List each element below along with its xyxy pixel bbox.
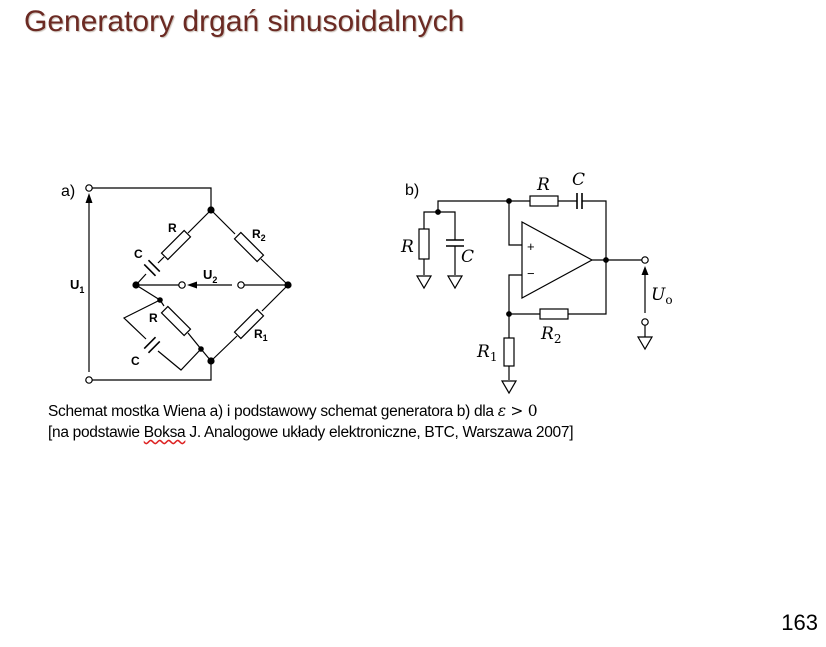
op-amp-icon: [521, 220, 594, 300]
label-shunt-r: R: [400, 237, 414, 257]
u1-label: U1: [70, 277, 84, 295]
wire-ll-1: [135, 284, 161, 301]
wire-shunt-r-top: [423, 211, 438, 229]
wire-ll-r-2: [187, 332, 202, 350]
page-number: 163: [781, 610, 818, 635]
wire-ll-c-1: [122, 299, 161, 340]
caption-author: Boksa: [143, 424, 186, 441]
caption-zero: 0: [527, 402, 538, 420]
caption-line-2: [na podstawie Boksa J. Analogowe układy …: [48, 422, 788, 443]
uo-arrowhead-icon: [641, 266, 649, 275]
wire-bottom: [92, 361, 212, 381]
wire-noninverting: [508, 201, 522, 246]
resistor-r2-icon: [233, 231, 265, 263]
wien-bridge-diagram: a) U1 R C R2 R1: [61, 183, 292, 384]
wire-ll-c-2: [157, 348, 202, 371]
feedback-resistor-icon: [529, 195, 559, 207]
resistor-r1-b-icon: [503, 337, 515, 367]
u1-arrowhead-icon: [85, 193, 93, 203]
label-b: b): [405, 182, 419, 199]
wien-oscillator-diagram: b) R C R C + −: [400, 170, 673, 395]
caption-operator: >: [505, 402, 528, 420]
wire-ll-r-1: [159, 299, 165, 307]
wire-r2-2: [568, 260, 607, 315]
terminal-u2-left-icon: [178, 281, 186, 289]
label-r-upper: R: [168, 221, 177, 235]
caption-line-1-text: Schemat mostka Wiena a) i podstawowy sch…: [48, 403, 498, 420]
u2-arrowhead-icon: [187, 281, 197, 289]
shunt-resistor-icon: [418, 228, 430, 260]
wire-ul-1: [187, 209, 212, 234]
wire-ur-1: [210, 209, 236, 235]
label-r1-b: R1: [476, 342, 497, 364]
caption-epsilon: ε: [497, 402, 506, 420]
wire-fb-3: [582, 200, 607, 260]
resistor-r1-icon: [233, 308, 265, 340]
wire-lr-1: [261, 284, 289, 312]
terminal-top-icon: [85, 184, 93, 192]
wire-ul-2: [157, 256, 165, 264]
wire-lr-2: [210, 335, 238, 362]
ground-shunt-c-icon: [446, 275, 464, 290]
terminal-output-ground-icon: [641, 318, 649, 326]
resistor-r-upper-icon: [160, 229, 192, 261]
capacitor-lower-icon: [143, 336, 161, 354]
wire-inverting: [508, 274, 522, 314]
slide-title: Generatory drgań sinusoidalnych: [24, 5, 465, 38]
ground-output-icon: [636, 336, 654, 351]
capacitor-upper-icon: [143, 259, 161, 277]
label-c-lower: C: [131, 354, 140, 368]
label-a: a): [61, 183, 75, 200]
wire-rail: [437, 200, 509, 212]
label-feedback-c: C: [572, 170, 585, 190]
label-uo: Uo: [651, 285, 673, 307]
wire-top: [92, 187, 212, 210]
resistor-r-lower-icon: [160, 305, 192, 337]
op-amp-plus: +: [527, 239, 535, 254]
terminal-bottom-icon: [85, 376, 93, 384]
caption-line-2-start: [na podstawie: [48, 424, 144, 441]
terminal-output-icon: [641, 256, 649, 264]
label-shunt-c: C: [461, 247, 474, 267]
label-r2-b: R2: [540, 324, 561, 346]
wire-ur-2: [260, 258, 289, 286]
resistor-r2-b-icon: [539, 308, 569, 320]
caption-line-2-end: J. Analogowe układy elektroniczne, BTC, …: [185, 424, 574, 441]
wire-ll-2: [200, 348, 212, 362]
label-r1: R1: [254, 327, 268, 343]
op-amp-minus: −: [527, 266, 535, 281]
wire-shunt-c-top: [438, 211, 456, 240]
u2-label: U2: [203, 267, 217, 285]
terminal-u2-right-icon: [237, 281, 245, 289]
ground-r1-icon: [500, 380, 518, 395]
figure-caption: Schemat mostka Wiena a) i podstawowy sch…: [48, 401, 788, 443]
wire-ul-3: [135, 273, 147, 286]
ground-shunt-r-icon: [415, 275, 433, 290]
label-feedback-r: R: [536, 175, 550, 195]
label-r2: R2: [252, 227, 266, 243]
label-c-upper: C: [134, 247, 143, 261]
caption-line-1: Schemat mostka Wiena a) i podstawowy sch…: [48, 401, 788, 422]
label-r-lower: R: [149, 311, 158, 325]
